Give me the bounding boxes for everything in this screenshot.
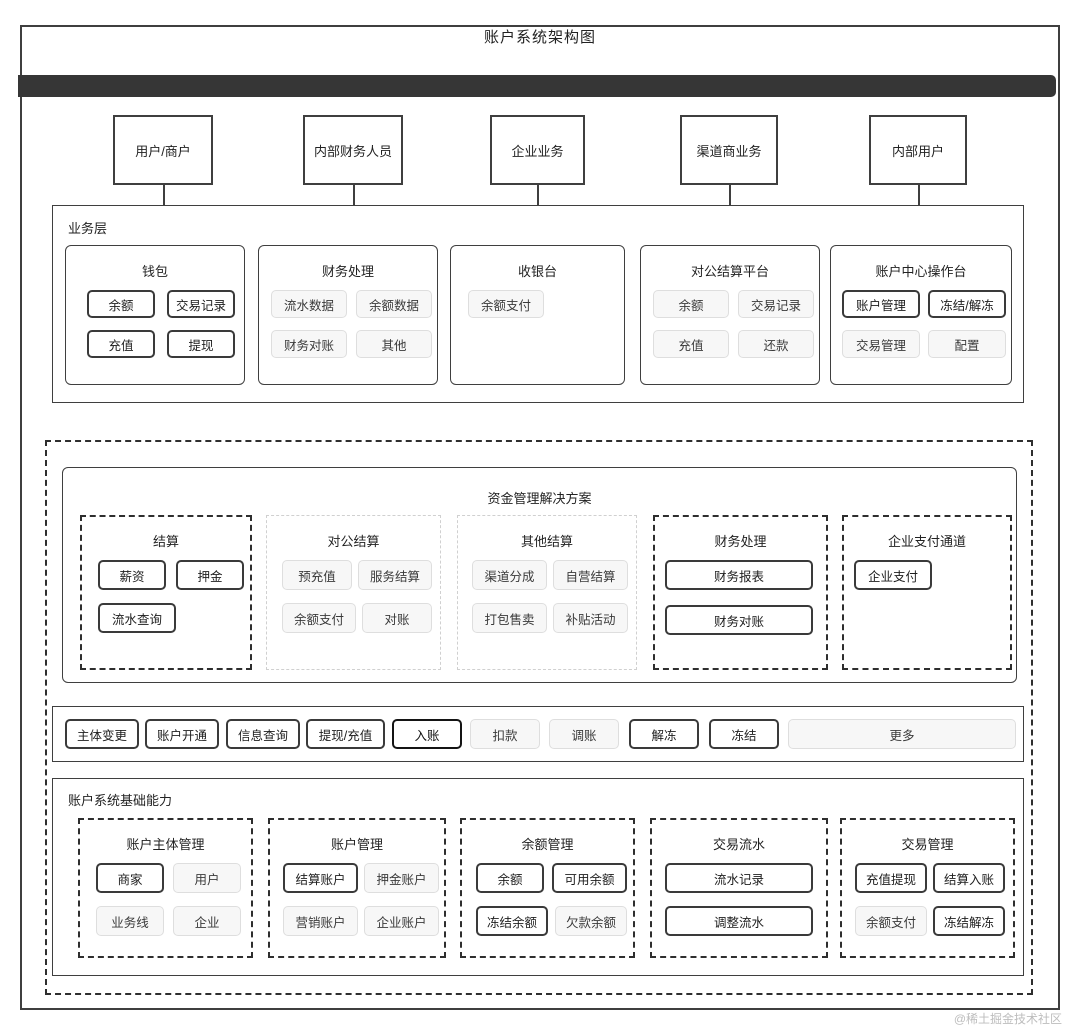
capability-chip-4[interactable]: 入账 xyxy=(392,719,462,749)
chip-bg0-2[interactable]: 业务线 xyxy=(96,906,164,936)
chip-bm3-0[interactable]: 余额 xyxy=(653,290,729,318)
chip-bg3-0[interactable]: 流水记录 xyxy=(665,863,813,893)
chip-bm2-0[interactable]: 余额支付 xyxy=(468,290,544,318)
chip-bg4-0[interactable]: 充值提现 xyxy=(855,863,927,893)
watermark: @稀土掘金技术社区 xyxy=(953,1012,1062,1026)
chip-fg3-1[interactable]: 财务对账 xyxy=(665,605,813,635)
chip-bm1-3[interactable]: 其他 xyxy=(356,330,432,358)
chip-bm3-1[interactable]: 交易记录 xyxy=(738,290,814,318)
header-accent-bar xyxy=(18,75,1056,97)
chip-bm1-1[interactable]: 余额数据 xyxy=(356,290,432,318)
chip-bm1-2[interactable]: 财务对账 xyxy=(271,330,347,358)
page-title: 账户系统架构图 xyxy=(483,29,596,46)
base-group-title-0: 账户主体管理 xyxy=(126,837,205,852)
fund-group-title-2: 其他结算 xyxy=(520,534,573,549)
actor-box-0[interactable]: 用户/商户 xyxy=(113,115,213,185)
chip-bg2-3[interactable]: 欠款余额 xyxy=(555,906,627,936)
business-module-title-4: 账户中心操作台 xyxy=(875,264,967,279)
chip-bm4-0[interactable]: 账户管理 xyxy=(842,290,920,318)
chip-fg3-0[interactable]: 财务报表 xyxy=(665,560,813,590)
fund-group-4[interactable] xyxy=(842,515,1012,670)
base-group-title-2: 余额管理 xyxy=(521,837,574,852)
fund-group-0[interactable] xyxy=(80,515,252,670)
chip-fg1-3[interactable]: 对账 xyxy=(362,603,432,633)
chip-fg1-1[interactable]: 服务结算 xyxy=(358,560,432,590)
base-capability-label: 账户系统基础能力 xyxy=(68,793,173,808)
chip-bm0-0[interactable]: 余额 xyxy=(87,290,155,318)
chip-bg4-1[interactable]: 结算入账 xyxy=(933,863,1005,893)
chip-bm0-1[interactable]: 交易记录 xyxy=(167,290,235,318)
capability-chip-3[interactable]: 提现/充值 xyxy=(306,719,385,749)
chip-bg2-0[interactable]: 余额 xyxy=(476,863,544,893)
chip-bg4-2[interactable]: 余额支付 xyxy=(855,906,927,936)
chip-bg1-1[interactable]: 押金账户 xyxy=(364,863,439,893)
chip-fg2-2[interactable]: 打包售卖 xyxy=(472,603,547,633)
chip-bg1-0[interactable]: 结算账户 xyxy=(283,863,358,893)
capability-chip-5[interactable]: 扣款 xyxy=(470,719,540,749)
chip-bm4-2[interactable]: 交易管理 xyxy=(842,330,920,358)
base-group-title-1: 账户管理 xyxy=(330,837,383,852)
capability-chip-7[interactable]: 解冻 xyxy=(629,719,699,749)
fund-solution-title: 资金管理解决方案 xyxy=(487,491,592,506)
capability-chip-0[interactable]: 主体变更 xyxy=(65,719,139,749)
chip-bg0-1[interactable]: 用户 xyxy=(173,863,241,893)
chip-bg1-2[interactable]: 营销账户 xyxy=(283,906,358,936)
chip-fg1-2[interactable]: 余额支付 xyxy=(282,603,356,633)
chip-fg4-0[interactable]: 企业支付 xyxy=(854,560,932,590)
chip-fg0-2[interactable]: 流水查询 xyxy=(98,603,176,633)
fund-group-2[interactable] xyxy=(457,515,637,670)
chip-fg0-0[interactable]: 薪资 xyxy=(98,560,166,590)
capability-chip-6[interactable]: 调账 xyxy=(549,719,619,749)
fund-group-title-4: 企业支付通道 xyxy=(887,534,966,549)
chip-bg3-1[interactable]: 调整流水 xyxy=(665,906,813,936)
chip-bm0-3[interactable]: 提现 xyxy=(167,330,235,358)
business-module-title-1: 财务处理 xyxy=(321,264,374,279)
business-module-title-0: 钱包 xyxy=(141,264,168,279)
actor-box-1[interactable]: 内部财务人员 xyxy=(303,115,403,185)
base-group-title-3: 交易流水 xyxy=(712,837,765,852)
chip-bm3-2[interactable]: 充值 xyxy=(653,330,729,358)
capability-chip-8[interactable]: 冻结 xyxy=(709,719,779,749)
chip-bg0-3[interactable]: 企业 xyxy=(173,906,241,936)
chip-bm3-3[interactable]: 还款 xyxy=(738,330,814,358)
actor-box-4[interactable]: 内部用户 xyxy=(869,115,967,185)
business-module-title-2: 收银台 xyxy=(517,264,557,279)
chip-bg0-0[interactable]: 商家 xyxy=(96,863,164,893)
base-group-title-4: 交易管理 xyxy=(901,837,954,852)
chip-bg2-1[interactable]: 可用余额 xyxy=(552,863,627,893)
capability-chip-2[interactable]: 信息查询 xyxy=(226,719,300,749)
fund-group-title-3: 财务处理 xyxy=(714,534,767,549)
actor-box-3[interactable]: 渠道商业务 xyxy=(680,115,778,185)
chip-fg2-3[interactable]: 补贴活动 xyxy=(553,603,628,633)
capability-chip-1[interactable]: 账户开通 xyxy=(145,719,219,749)
chip-fg1-0[interactable]: 预充值 xyxy=(282,560,352,590)
fund-group-title-1: 对公结算 xyxy=(327,534,380,549)
actor-box-2[interactable]: 企业业务 xyxy=(490,115,585,185)
business-module-title-3: 对公结算平台 xyxy=(690,264,769,279)
chip-bm0-2[interactable]: 充值 xyxy=(87,330,155,358)
chip-fg0-1[interactable]: 押金 xyxy=(176,560,244,590)
fund-group-3[interactable] xyxy=(653,515,828,670)
chip-fg2-0[interactable]: 渠道分成 xyxy=(472,560,547,590)
fund-group-title-0: 结算 xyxy=(152,534,179,549)
business-layer-label: 业务层 xyxy=(68,221,108,236)
fund-group-1[interactable] xyxy=(266,515,441,670)
chip-bg2-2[interactable]: 冻结余额 xyxy=(476,906,548,936)
chip-bg1-3[interactable]: 企业账户 xyxy=(364,906,439,936)
chip-bg4-3[interactable]: 冻结解冻 xyxy=(933,906,1005,936)
capability-chip-9[interactable]: 更多 xyxy=(788,719,1016,749)
chip-bm4-3[interactable]: 配置 xyxy=(928,330,1006,358)
chip-bm1-0[interactable]: 流水数据 xyxy=(271,290,347,318)
chip-bm4-1[interactable]: 冻结/解冻 xyxy=(928,290,1006,318)
chip-fg2-1[interactable]: 自营结算 xyxy=(553,560,628,590)
